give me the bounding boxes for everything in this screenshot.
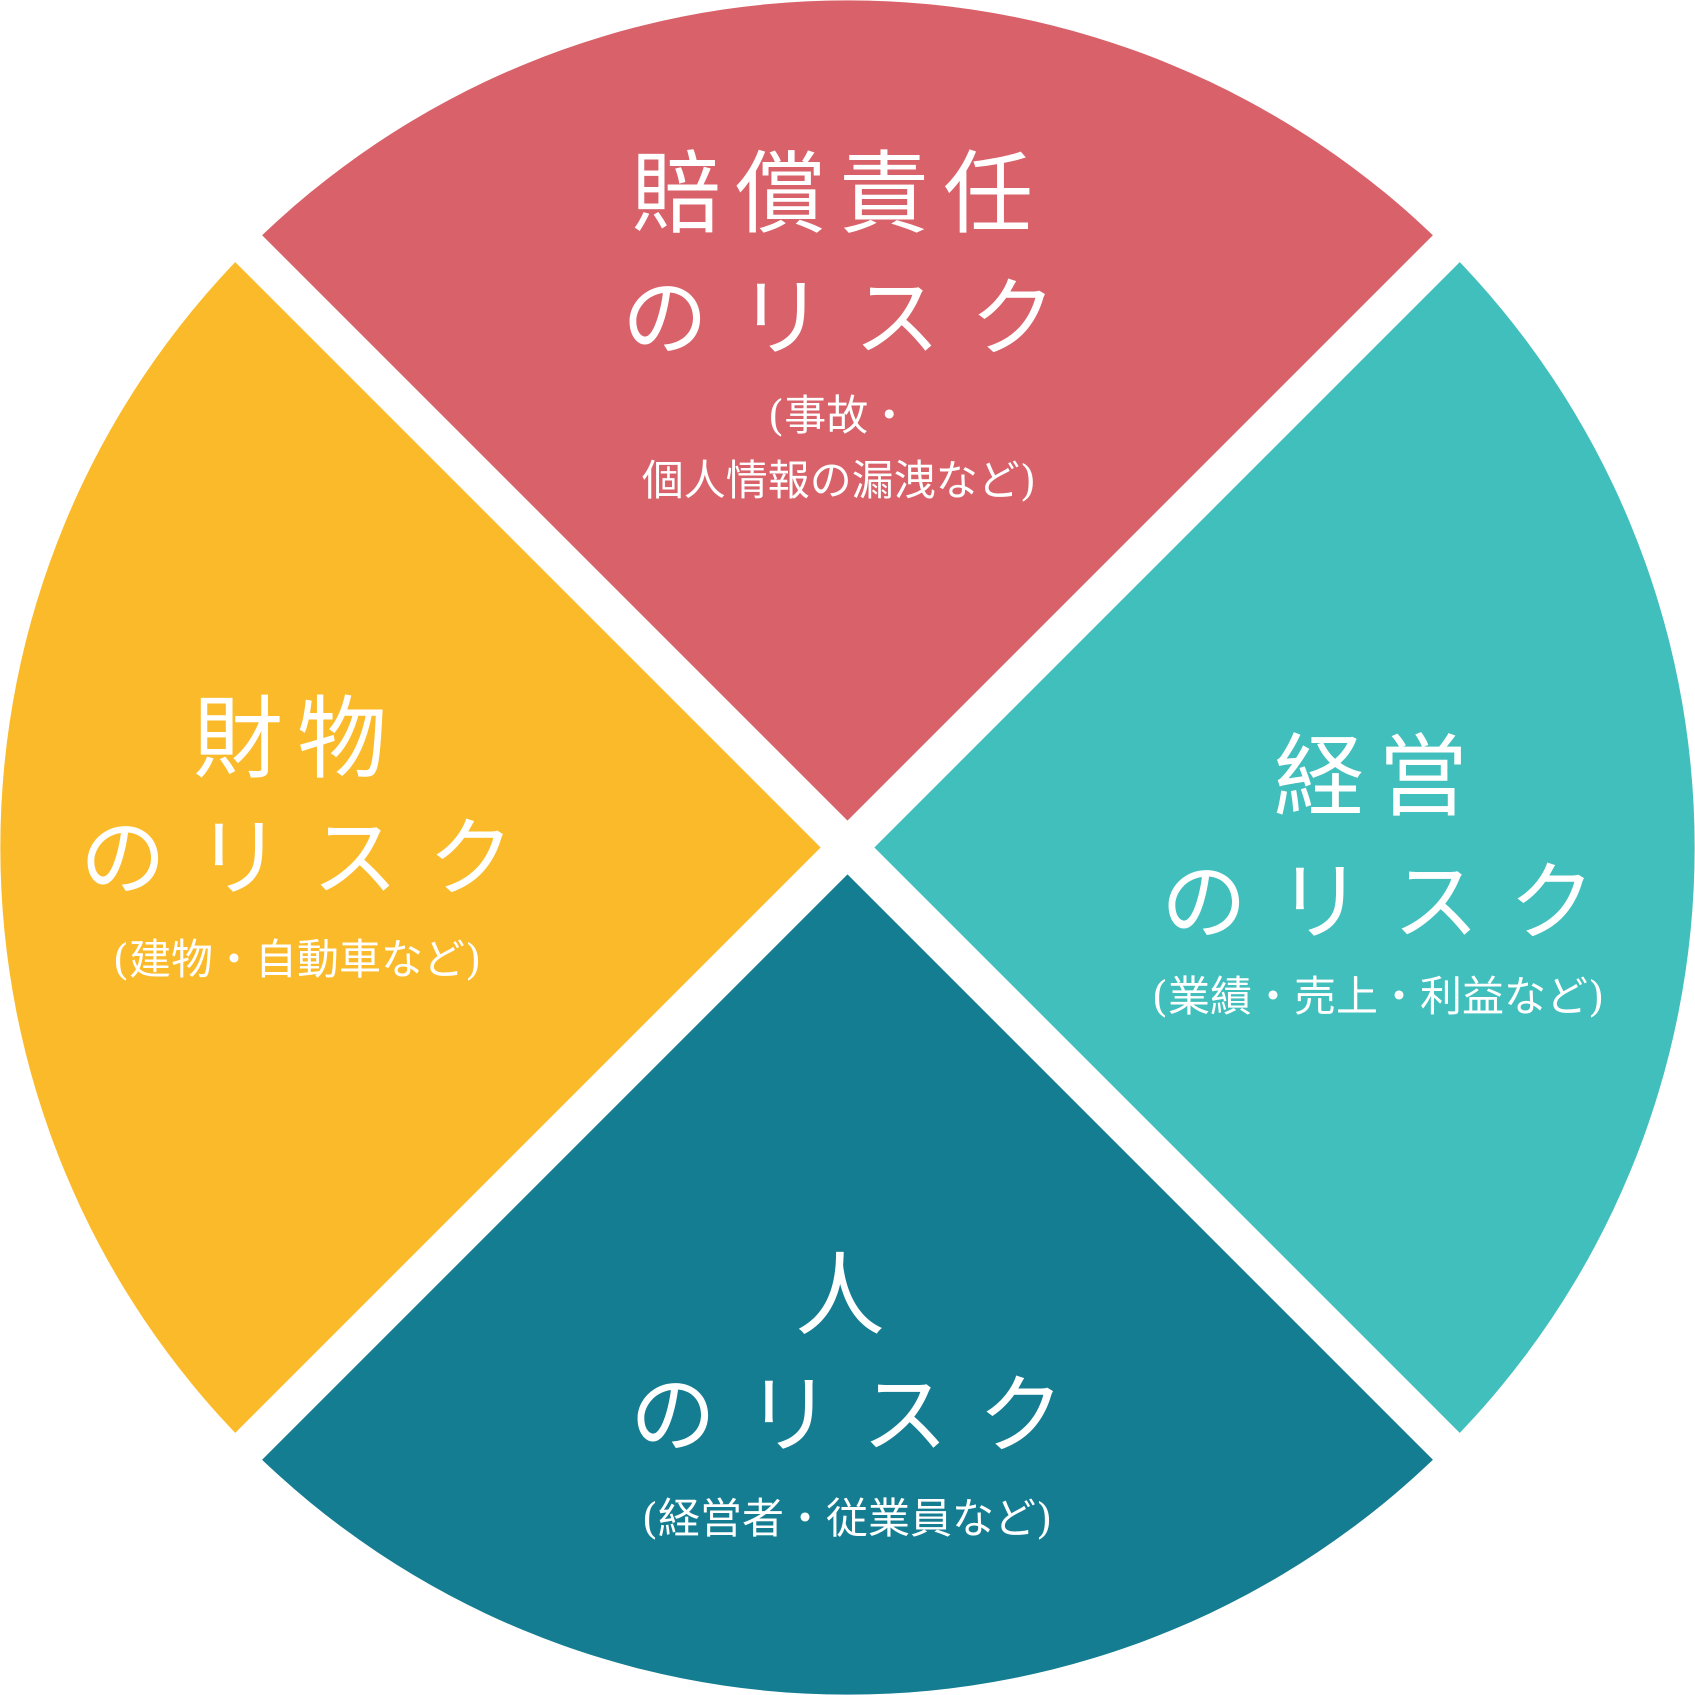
property-title: 財物 [193, 687, 401, 792]
liability-sub-line1: (事故・ [767, 391, 911, 440]
property-risk-label: のリスク [80, 809, 544, 909]
liability-sub-line2: 個人情報の漏洩など) [641, 456, 1037, 505]
people-sub: (経営者・従業員など) [641, 1494, 1053, 1543]
segment-liability [248, 0, 1447, 848]
liability-title: 賠償責任 [631, 142, 1047, 247]
segment-people [248, 847, 1447, 1695]
people-risk-label: のリスク [630, 1366, 1094, 1466]
liability-risk-label: のリスク [622, 269, 1086, 369]
management-sub: (業績・売上・利益など) [1151, 972, 1605, 1021]
people-title: 人 [795, 1244, 899, 1349]
management-title: 経営 [1274, 725, 1482, 830]
divider-diagonal-2 [186, 186, 1509, 1509]
management-risk-label: のリスク [1161, 853, 1625, 953]
property-sub: (建物・自動車など) [112, 935, 482, 984]
segment-management [847, 248, 1695, 1447]
segment-property [0, 248, 848, 1447]
